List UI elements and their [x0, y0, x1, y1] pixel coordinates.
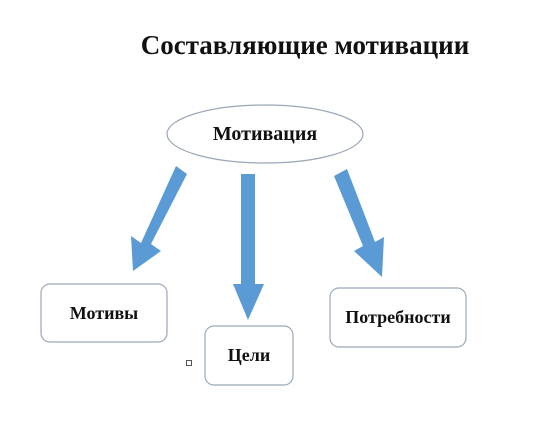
node-needs: Потребности: [345, 307, 451, 327]
arrow-right: [334, 169, 384, 277]
node-goals: Цели: [227, 345, 271, 365]
box-needs-shape: [329, 287, 467, 348]
arrow-left: [131, 166, 187, 271]
center-ellipse-shape: [166, 104, 364, 164]
box-motives-shape: [40, 283, 168, 343]
selection-handle: [186, 360, 192, 366]
center-node-label: Мотивация: [212, 122, 318, 145]
node-motives: Мотивы: [69, 302, 139, 323]
arrow-center: [233, 174, 264, 320]
box-goals-shape: [204, 325, 294, 386]
diagram-title: Составляющие мотивации: [140, 30, 470, 60]
